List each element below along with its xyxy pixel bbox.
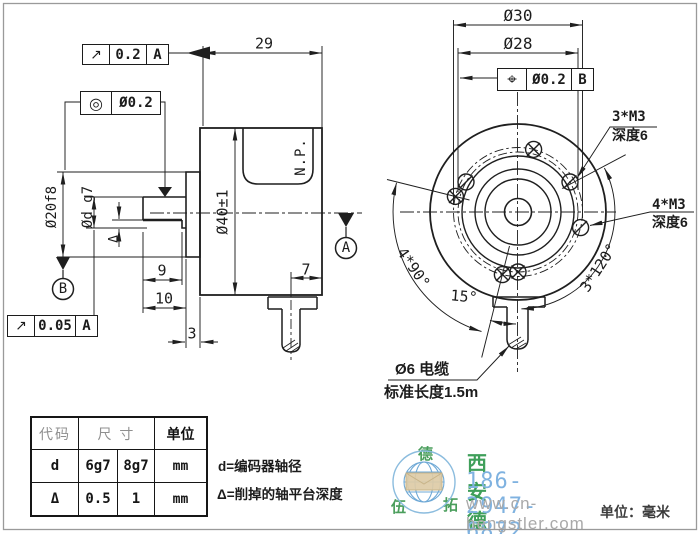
side-view-dimensions: [57, 46, 323, 348]
envelope-icon: [405, 472, 443, 491]
datum-markers: [56, 46, 354, 270]
front-view-cable: [492, 296, 546, 350]
side-view: [51, 46, 362, 360]
watermark-logo: 德 伍 拓: [389, 444, 461, 518]
watermark-website[interactable]: www.cn-hengstler.com: [466, 494, 585, 533]
watermark-company: 西安德伍拓: [467, 453, 491, 533]
datum-b-circle: [51, 277, 75, 301]
globe-icon: [392, 450, 456, 514]
front-view: [386, 20, 694, 381]
front-view-dimensions: [386, 20, 694, 381]
logo-char-right: 拓: [443, 497, 459, 514]
datum-a-circle: [334, 236, 358, 260]
logo-char-top: 德: [418, 446, 434, 463]
watermark-phone: 186-2947-6872: [466, 469, 538, 534]
